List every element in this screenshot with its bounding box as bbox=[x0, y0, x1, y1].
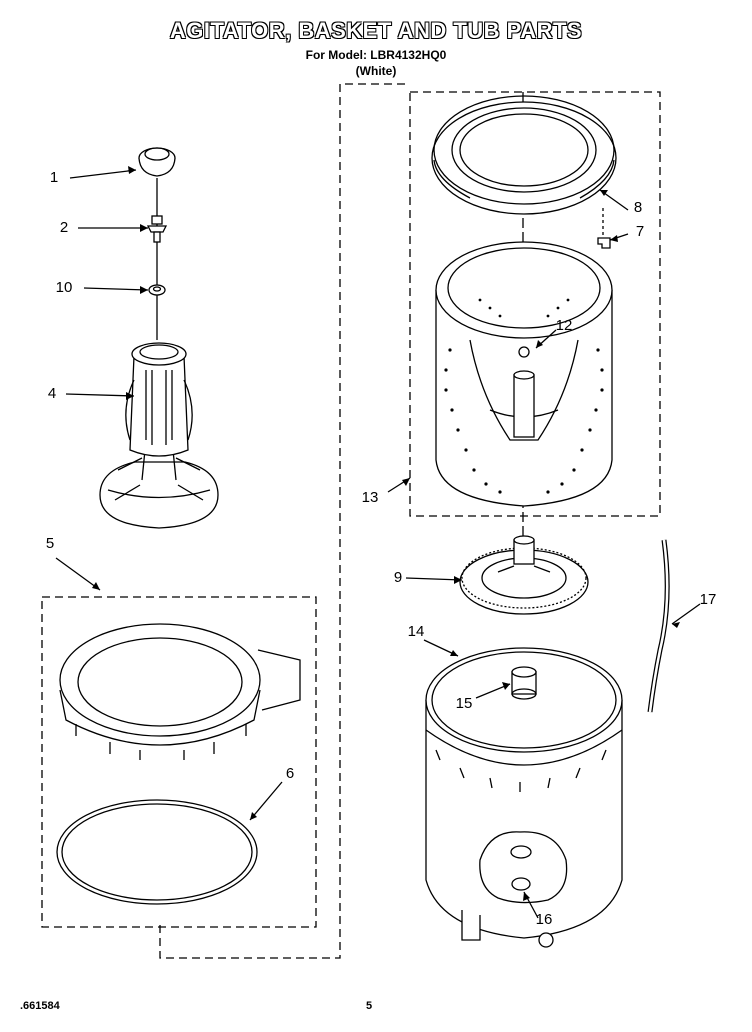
assembly-path-line bbox=[159, 83, 410, 959]
part-clip bbox=[597, 237, 611, 249]
callout-13: 13 bbox=[361, 489, 379, 506]
part-splash-guard bbox=[59, 623, 301, 760]
part-agitator bbox=[99, 342, 219, 529]
agitator-seal-group-box bbox=[41, 596, 317, 928]
callout-1: 1 bbox=[49, 169, 59, 186]
part-tub-ring-seal bbox=[56, 799, 258, 905]
callout-14: 14 bbox=[407, 623, 425, 640]
part-nut bbox=[148, 284, 166, 296]
callout-2: 2 bbox=[59, 219, 69, 236]
part-drive-hub bbox=[459, 535, 589, 615]
callout-5: 5 bbox=[45, 535, 55, 552]
callout-15: 15 bbox=[455, 695, 473, 712]
part-hose bbox=[647, 539, 670, 713]
callout-9: 9 bbox=[393, 569, 403, 586]
basket-group-box bbox=[409, 91, 661, 517]
basket-perforations bbox=[444, 298, 604, 494]
callout-12: 12 bbox=[555, 317, 573, 334]
leader-arrowheads bbox=[92, 166, 680, 901]
document-number: .661584 bbox=[20, 1000, 60, 1012]
callout-17: 17 bbox=[699, 591, 717, 608]
model-color: (White) bbox=[355, 64, 397, 78]
callout-6: 6 bbox=[285, 765, 295, 782]
part-spin-bearing bbox=[511, 666, 537, 700]
callout-4: 4 bbox=[47, 385, 57, 402]
part-bolt bbox=[146, 215, 168, 243]
page-number: 5 bbox=[366, 1000, 373, 1012]
callout-16: 16 bbox=[535, 911, 553, 928]
part-basket bbox=[435, 241, 613, 507]
page-title: AGITATOR, BASKET AND TUB PARTS bbox=[169, 18, 583, 43]
callout-7: 7 bbox=[635, 223, 645, 240]
part-balance-ring bbox=[431, 95, 617, 215]
model-number: For Model: LBR4132HQ0 bbox=[305, 48, 447, 62]
callout-8: 8 bbox=[633, 199, 643, 216]
part-agitator-cap bbox=[138, 147, 176, 177]
part-outer-tub bbox=[425, 647, 623, 948]
callout-10: 10 bbox=[55, 279, 73, 296]
